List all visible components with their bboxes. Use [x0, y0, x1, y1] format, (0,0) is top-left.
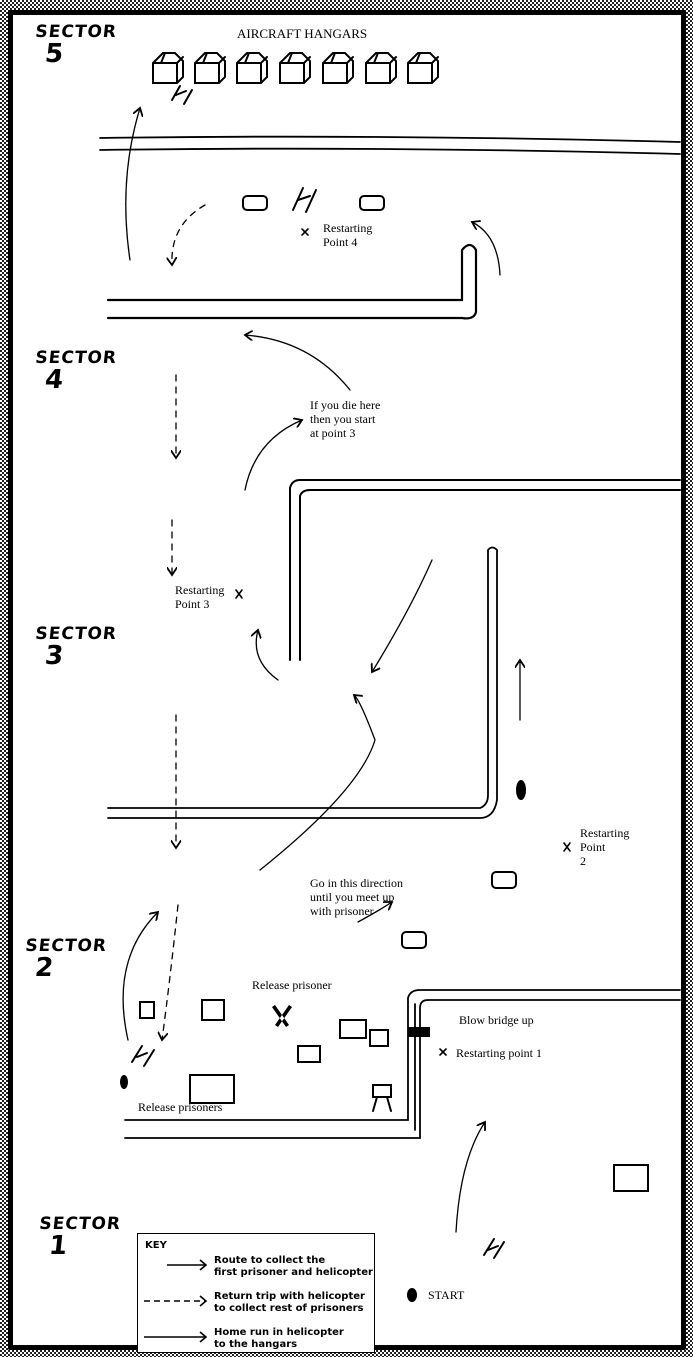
road-sector3	[289, 479, 681, 661]
soldier-icon	[516, 780, 526, 800]
go-direction-note: Go in this direction until you meet up w…	[310, 876, 403, 918]
map-paper	[8, 10, 686, 1350]
x-marker-4	[301, 228, 309, 236]
road-sector4	[106, 243, 478, 320]
start-marker-icon	[407, 1288, 417, 1302]
route-solid-arrows	[122, 108, 520, 1233]
sector-number: 1	[47, 1231, 69, 1261]
sector-number: 3	[43, 641, 65, 671]
hangar-icon	[279, 52, 311, 84]
restart-point-2-label: Restarting Point 2	[580, 826, 630, 868]
building-icon	[613, 1164, 649, 1192]
x-marker-3	[235, 589, 243, 599]
solid-arrow-icon	[144, 1331, 208, 1343]
hangar-icon	[152, 52, 184, 84]
restart-point-3-label: Restarting Point 3	[175, 583, 225, 611]
dashed-arrow-icon	[144, 1295, 208, 1307]
hangar-icon	[194, 52, 226, 84]
building-icon	[369, 1029, 389, 1047]
hangars-title: AIRCRAFT HANGARS	[237, 26, 368, 41]
roads	[99, 135, 681, 1139]
building-icon	[139, 1001, 155, 1019]
key-item: Home run in helicopter to the hangars	[138, 1327, 374, 1357]
restart-point-1-label: Restarting point 1	[456, 1046, 542, 1060]
hangar-row	[152, 52, 439, 84]
solid-arrow-icon	[167, 1259, 208, 1271]
route-dashed-arrows	[162, 204, 206, 1040]
road-sector2	[124, 989, 681, 1139]
sector-number: 4	[43, 365, 65, 395]
key-title: KEY	[145, 1240, 167, 1251]
soldier-icon	[120, 1075, 128, 1089]
restart-point-4-label: Restarting Point 4	[323, 221, 373, 249]
hangar-icon	[236, 52, 268, 84]
blow-bridge-label: Blow bridge up	[459, 1013, 534, 1027]
bunker-icon	[359, 195, 385, 211]
bunker-icon	[242, 195, 268, 211]
key-item-text: Route to collect the first prisoner and …	[214, 1255, 373, 1278]
building-icon	[201, 999, 225, 1021]
helipad-icon	[131, 1045, 155, 1067]
watchtower-icon	[372, 1084, 392, 1112]
die-here-note: If you die here then you start at point …	[310, 398, 381, 440]
release-prisoners-label: Release prisoners	[138, 1100, 223, 1114]
start-label: START	[428, 1288, 465, 1302]
sector-number: 2	[33, 953, 55, 983]
helipad-icon	[292, 187, 317, 213]
hangar-icon	[365, 52, 397, 84]
road-sector5	[99, 135, 681, 155]
tank-icon	[401, 931, 427, 949]
helipad-icon	[171, 85, 193, 105]
road-sector3-lower	[107, 546, 498, 819]
soldiers	[120, 780, 526, 1302]
release-prisoner-label: Release prisoner	[252, 978, 332, 992]
sector-number: 5	[43, 39, 65, 69]
bridge-icon	[408, 1027, 430, 1037]
prisoner-icon	[272, 1005, 292, 1027]
restart-markers	[235, 228, 571, 1056]
map-key: KEY Route to collect the first prisoner …	[137, 1233, 375, 1353]
building-icon	[189, 1074, 235, 1104]
helipad-icon	[483, 1238, 505, 1259]
x-marker-1	[439, 1048, 447, 1056]
key-item-text: Home run in helicopter to the hangars	[214, 1327, 344, 1350]
tank-icon	[491, 871, 517, 889]
key-item: Route to collect the first prisoner and …	[138, 1255, 374, 1285]
hangar-icon	[407, 52, 439, 84]
vehicles	[139, 195, 649, 1192]
x-marker-2	[563, 842, 571, 852]
key-item: Return trip with helicopter to collect r…	[138, 1291, 374, 1321]
key-item-text: Return trip with helicopter to collect r…	[214, 1291, 365, 1314]
hangar-icon	[322, 52, 354, 84]
building-icon	[339, 1019, 367, 1039]
building-icon	[297, 1045, 321, 1063]
